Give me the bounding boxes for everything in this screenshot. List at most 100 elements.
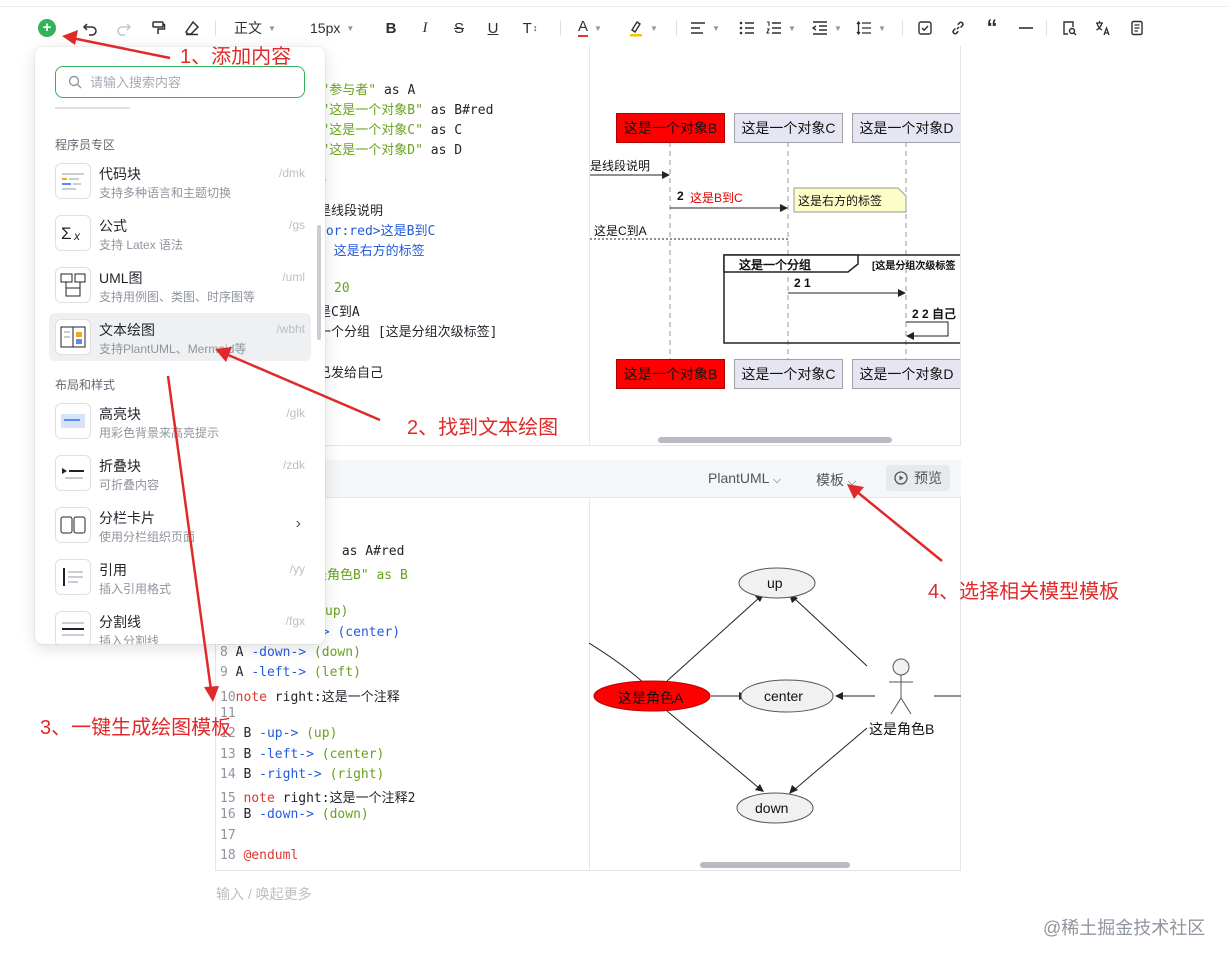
menu-item-column-card[interactable]: 分栏卡片 使用分栏组织页面 ›	[49, 501, 311, 549]
menu-item-divider[interactable]: 分割线 插入分割线 /fgx	[49, 605, 311, 644]
strikethrough-button[interactable]: S	[453, 19, 464, 37]
code-line[interactable]: 15 note right:这是一个注释2	[220, 787, 415, 806]
annotation-step-4: 4、选择相关模型模板	[928, 581, 1120, 603]
menu-search-input[interactable]	[90, 74, 290, 90]
code-arrow: -right->	[259, 767, 322, 782]
annotation-step-2: 2、找到文本绘图	[407, 417, 559, 439]
align-select[interactable]: ▼	[690, 17, 724, 39]
code-line[interactable]: as A#red	[334, 544, 405, 559]
redo-icon[interactable]	[114, 17, 134, 39]
connector-line	[666, 597, 760, 682]
menu-item-highlight-block[interactable]: 高亮块 用彩色背景来高亮提示 /glk	[49, 397, 311, 445]
sequence-diagram	[590, 142, 960, 361]
text-drawing-block-1: nt "参与者" as A nt "这是一个对象B" as B#red nt "…	[215, 46, 961, 446]
find-replace-icon[interactable]	[1060, 17, 1078, 39]
font-size-select[interactable]: 15px▼	[310, 17, 366, 39]
paragraph-style-select[interactable]: 正文▼	[234, 17, 294, 39]
menu-item-text-drawing[interactable]: 文本绘图 支持PlantUML、Mermaid等 /wbht	[49, 313, 311, 361]
bullet-list-icon[interactable]	[738, 17, 756, 39]
line-number: 15	[220, 791, 236, 806]
italic-button[interactable]: I	[422, 19, 428, 36]
code-line[interactable]: 是线段说明	[318, 204, 384, 219]
usecase-center-label: center	[764, 688, 803, 704]
code-line[interactable]: 18 @enduml	[220, 848, 298, 863]
clear-format-button[interactable]: T↕	[518, 17, 542, 39]
actor-b-stickman	[889, 658, 913, 715]
code-line[interactable]: 10note right:这是一个注释	[220, 686, 400, 705]
add-content-button[interactable]: +	[38, 19, 56, 37]
bold-button[interactable]: B	[385, 19, 397, 37]
code-text: B	[243, 767, 260, 782]
undo-icon[interactable]	[80, 17, 100, 39]
menu-item-title: 引用	[99, 562, 127, 578]
play-circle-icon	[894, 471, 908, 485]
menu-search-box[interactable]	[55, 66, 305, 98]
code-arrow: -up->	[259, 726, 299, 741]
annotation-arrow-3	[166, 375, 213, 691]
code-line[interactable]: 16 B -down-> (down)	[220, 807, 369, 822]
code-line[interactable]: 13 B -left-> (center)	[220, 747, 384, 762]
chevron-down-icon: ▼	[268, 23, 276, 33]
underline-button[interactable]: U	[487, 19, 499, 37]
code-line[interactable]: 一个分组 [这是分组次级标签]	[318, 325, 498, 340]
code-string: "这是一个对象C"	[321, 123, 423, 138]
code-line[interactable]: 20	[334, 281, 350, 296]
actor-c-bottom: 这是一个对象C	[734, 359, 843, 389]
document-info-icon[interactable]	[1128, 17, 1146, 39]
font-color-select[interactable]: A▼	[578, 17, 612, 39]
quote-block-icon	[55, 559, 91, 595]
code-line[interactable]: nt "这是一个对象C" as C	[298, 119, 462, 138]
menu-item-title: 公式	[99, 218, 127, 234]
menu-item-title: 高亮块	[99, 406, 141, 422]
code-line[interactable]: 14 B -right-> (right)	[220, 767, 384, 782]
code-line[interactable]: lor:red>这是B到C	[318, 220, 435, 239]
code-line[interactable]: 9 A -left-> (left)	[220, 665, 361, 680]
search-icon	[68, 75, 82, 89]
code-line[interactable]: 是角色B" as B	[314, 568, 408, 583]
task-checkbox-icon[interactable]	[916, 17, 934, 39]
editor-placeholder[interactable]: 输入 / 唤起更多	[216, 886, 312, 902]
highlight-color-select[interactable]: ▼	[628, 17, 662, 39]
group-subtitle: [这是分组次级标签	[872, 261, 956, 272]
code-line[interactable]: 己发给自己	[318, 366, 384, 381]
usecase-diagram	[589, 567, 961, 824]
language-select[interactable]: PlantUML ⌵	[708, 470, 781, 487]
code-line[interactable]: 是C到A	[318, 305, 360, 320]
ordered-list-select[interactable]: ▼	[766, 17, 800, 39]
code-line[interactable]: 8 A -down-> (down)	[220, 645, 361, 660]
uml-diagram-icon	[55, 267, 91, 303]
menu-item-code-block[interactable]: 代码块 支持多种语言和主题切换 /dmk	[49, 157, 311, 205]
pane-divider	[589, 46, 590, 445]
horizontal-scrollbar[interactable]	[658, 437, 892, 443]
code-string: "参与者"	[321, 83, 377, 98]
template-select[interactable]: 模板 ⌵	[816, 470, 856, 490]
line-height-select[interactable]: ▼	[856, 17, 890, 39]
link-icon[interactable]	[949, 17, 967, 39]
message-number: 2	[677, 189, 684, 203]
usecase-down	[736, 792, 814, 824]
translate-icon[interactable]	[1094, 17, 1112, 39]
pane-divider	[589, 499, 590, 870]
code-line[interactable]: 11	[220, 706, 236, 721]
menu-item-quote[interactable]: 引用 插入引用格式 /yy	[49, 553, 311, 601]
format-painter-icon[interactable]	[148, 17, 168, 39]
code-text: as B#red	[422, 103, 494, 118]
menu-item-uml[interactable]: UML图 支持用例图、类图、时序图等 /uml	[49, 261, 311, 309]
annotation-step-3: 3、一键生成绘图模板	[40, 717, 232, 739]
horizontal-rule-icon[interactable]	[1017, 17, 1035, 39]
menu-item-collapse-block[interactable]: 折叠块 可折叠内容 /zdk	[49, 449, 311, 497]
horizontal-scrollbar[interactable]	[700, 862, 850, 868]
code-line[interactable]: 17	[220, 828, 236, 843]
code-line[interactable]: 12 B -up-> (up)	[220, 726, 337, 741]
annotation-arrow-4	[855, 490, 943, 562]
menu-item-desc: 用彩色背景来高亮提示	[99, 426, 220, 440]
quote-icon[interactable]: “	[986, 15, 998, 40]
indent-select[interactable]: ▼	[812, 17, 846, 39]
usecase-up	[738, 567, 816, 599]
menu-item-shortcut: /glk	[286, 406, 305, 420]
menu-scrollbar[interactable]	[317, 225, 321, 340]
preview-button[interactable]: 预览	[886, 465, 950, 491]
code-line[interactable]: up)	[325, 604, 349, 619]
eraser-icon[interactable]	[182, 17, 202, 39]
